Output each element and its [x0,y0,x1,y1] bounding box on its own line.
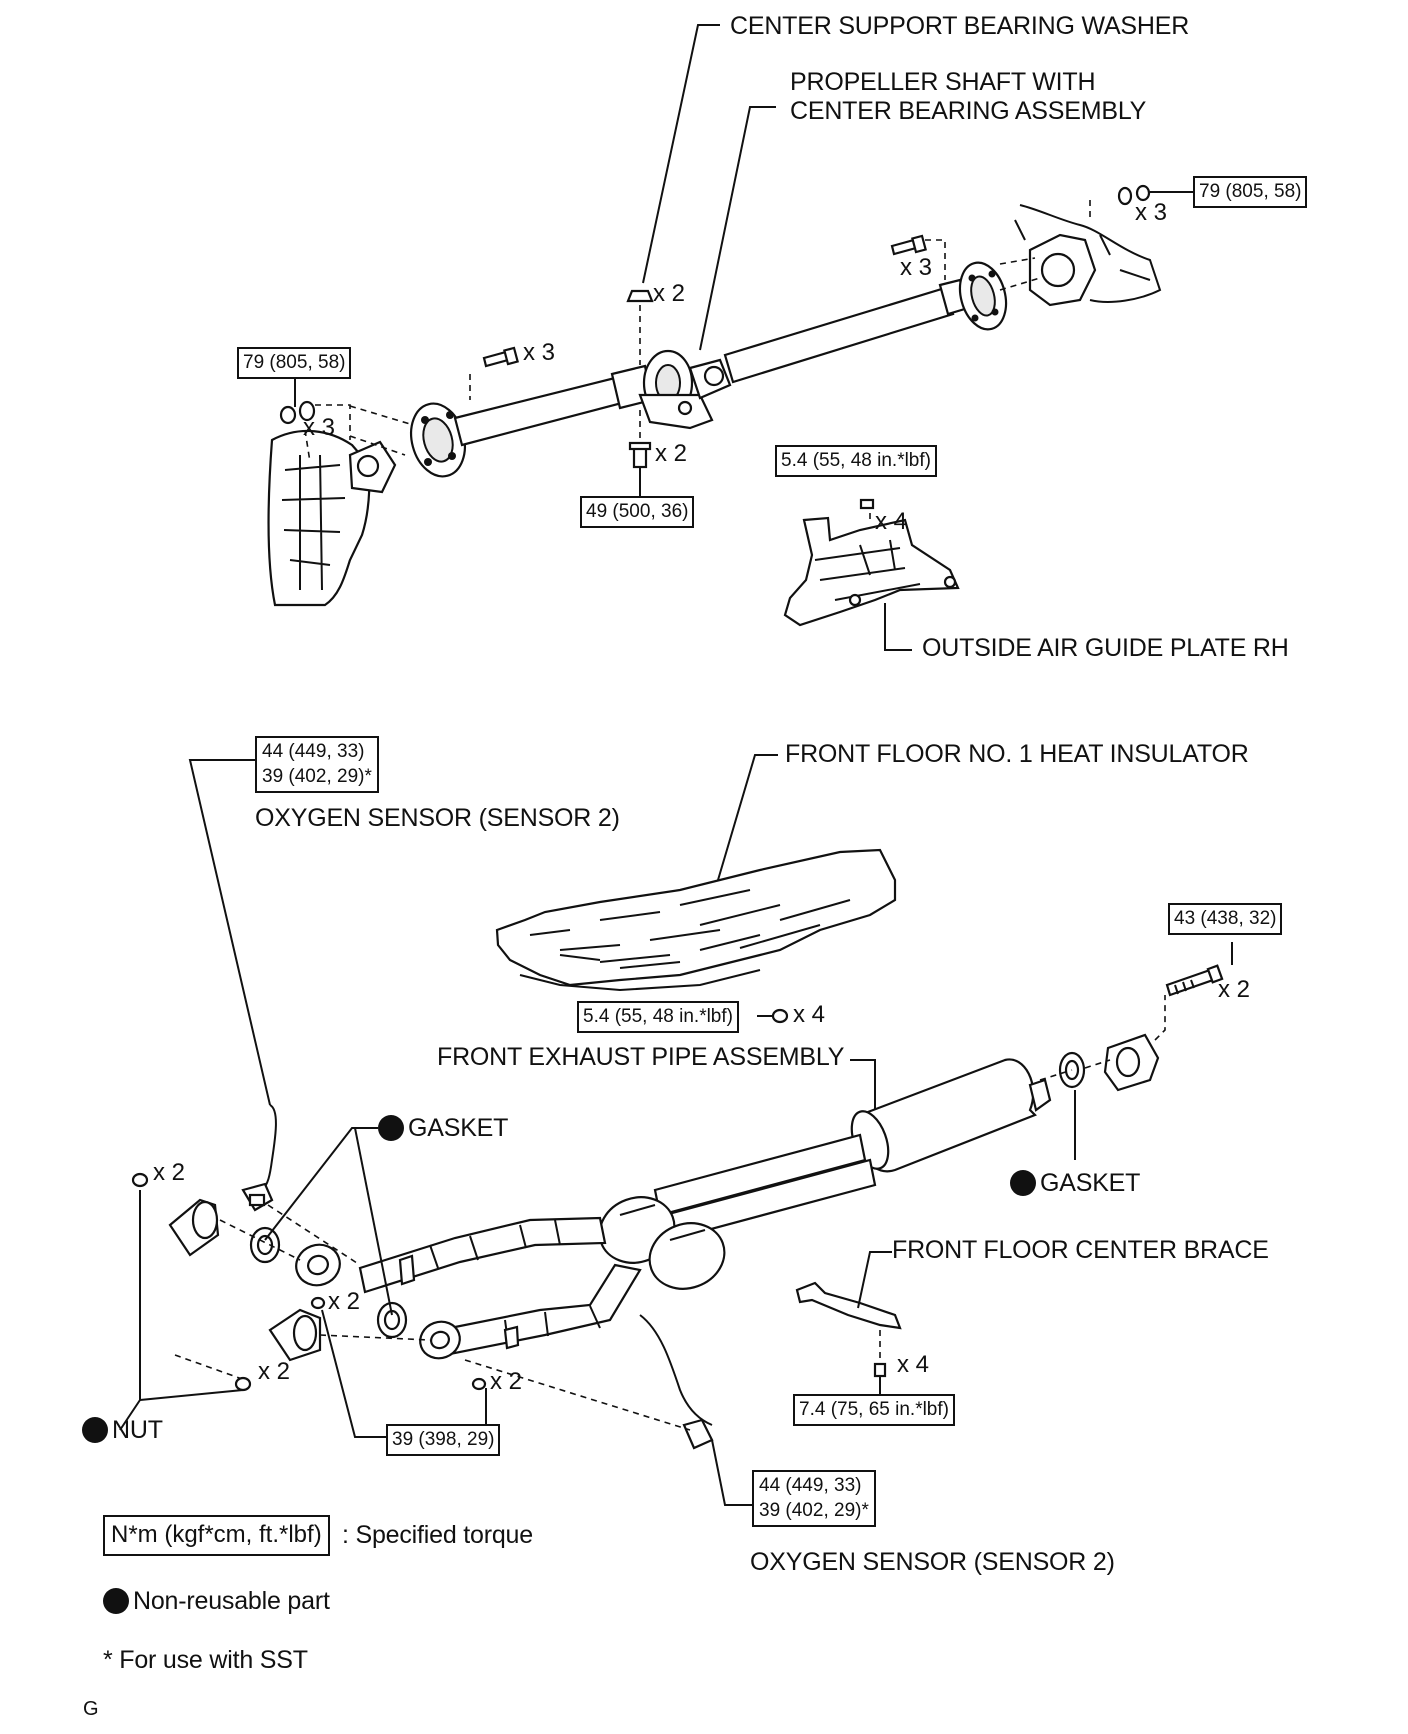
qty-front-bolt: x 3 [900,254,933,281]
pipe-bolt-part [471,1377,487,1391]
label-gasket-right: GASKET [1010,1169,1140,1198]
leader-gasket-left-a [264,1127,378,1241]
center-bearing-assembly [638,349,732,430]
front-floor-center-brace-part [795,1281,902,1330]
torque-o2-top-line2: 39 (402, 29)* [262,765,372,787]
brace-bolt-part [873,1362,887,1378]
center-bearing-bolt-part [628,441,652,469]
leader-center-support-washer [642,24,720,284]
qty-rear-bolt: x 3 [523,339,556,366]
label-oxygen-sensor-top: OXYGEN SENSOR (SENSOR 2) [255,804,620,832]
torque-o2-bottom-line1: 44 (449, 33) [759,1475,862,1496]
label-nut-text: NUT [112,1416,163,1444]
gasket-left-lower-part [376,1301,408,1339]
leader-propeller-shaft [699,106,776,351]
non-reusable-dot-icon [82,1417,108,1443]
torque-brace: 7.4 (75, 65 in.*lbf) [793,1394,955,1426]
propeller-shaft-rear-tube [453,364,654,447]
torque-guide-plate: 5.4 (55, 48 in.*lbf) [775,445,937,477]
label-gasket-right-text: GASKET [1040,1169,1141,1197]
legend-torque-desc: : Specified torque [342,1521,533,1549]
torque-o2-bottom-line2: 39 (402, 29)* [759,1499,869,1521]
label-outside-air-guide-plate: OUTSIDE AIR GUIDE PLATE RH [922,634,1289,662]
legend-non-reusable: Non-reusable part [103,1587,330,1616]
transmission-housing [267,429,397,607]
label-gasket-left-text: GASKET [408,1114,509,1142]
flange-nut-bottom-part [234,1376,252,1392]
outside-air-guide-plate-part [783,516,960,627]
qty-center-washer: x 2 [653,280,686,307]
qty-center-bolt: x 2 [655,440,688,467]
non-reusable-dot-icon [1010,1170,1036,1196]
front-nut-washer-part [1117,184,1151,206]
label-propeller-shaft-line2: CENTER BEARING ASSEMBLY [790,97,1147,125]
leader-exhaust-torque [321,1309,388,1438]
torque-muffler: 43 (438, 32) [1168,903,1283,935]
torque-front-flange: 79 (805, 58) [1193,176,1308,208]
page-code: G [83,1698,99,1720]
label-nut: NUT [82,1416,163,1445]
qty-muffler-bolt: x 2 [1218,976,1251,1003]
guide-plate-bolt-part [859,498,875,510]
label-gasket-left: GASKET [378,1114,508,1143]
leader-front-exhaust-pipe [850,1059,876,1110]
legend-non-reusable-text: Non-reusable part [133,1587,330,1615]
label-propeller-shaft-line1: PROPELLER SHAFT WITH [790,68,1096,96]
front-exhaust-pipe-assembly-part [295,1058,1052,1360]
legend-torque-unit-box: N*m (kgf*cm, ft.*lbf) [103,1515,330,1556]
torque-o2-top-line1: 44 (449, 33) [262,741,365,762]
torque-exhaust-front: 39 (398, 29) [386,1424,501,1456]
stud-bolt-part [310,1296,326,1310]
label-oxygen-sensor-bottom: OXYGEN SENSOR (SENSOR 2) [750,1548,1115,1576]
torque-center-bearing: 49 (500, 36) [580,496,695,528]
rear-flexible-coupling [410,402,466,478]
differential-housing [1014,204,1162,307]
torque-rear-flange: 79 (805, 58) [237,347,352,379]
torque-o2-bottom: 44 (449, 33) 39 (402, 29)* [752,1470,876,1528]
exhaust-manifold-stub-upper [168,1198,220,1257]
insulator-nut-part [771,1008,789,1024]
muffler-bolt-part [1165,964,1224,997]
rear-nut-washer-part [279,400,316,425]
torque-insulator: 5.4 (55, 48 in.*lbf) [577,1001,739,1033]
oxygen-sensor-bottom-part [639,1314,714,1450]
legend-sst-note: * For use with SST [103,1646,308,1674]
exhaust-manifold-stub-lower [268,1308,322,1362]
qty-rear-nut: x 3 [303,414,336,441]
rear-bolt-part [482,346,519,368]
non-reusable-dot-icon [378,1115,404,1141]
label-front-floor-center-brace: FRONT FLOOR CENTER BRACE [892,1236,1269,1264]
front-bolt-part [890,234,927,256]
leader-outside-air-guide-plate [884,603,912,651]
leader-heat-insulator [717,754,778,881]
label-front-exhaust-pipe: FRONT EXHAUST PIPE ASSEMBLY [437,1043,845,1071]
qty-flange-nut-top: x 2 [153,1159,186,1186]
oxygen-sensor-top-part [241,1104,277,1212]
gasket-left-upper-part [249,1226,281,1264]
qty-insulator: x 4 [793,1001,826,1028]
propeller-shaft-front-tube [723,278,970,384]
label-center-support-bearing-washer: CENTER SUPPORT BEARING WASHER [730,12,1190,40]
center-support-washer-part [626,289,654,303]
leader-gasket-left-b [354,1127,393,1316]
leader-o2-bottom [711,1439,755,1506]
qty-guide-plate: x 4 [875,508,908,535]
qty-pipe-bolt: x 2 [490,1368,523,1395]
qty-front-nut: x 3 [1135,199,1168,226]
non-reusable-dot-icon [103,1588,129,1614]
tailpipe-flange-part [1103,1033,1160,1092]
qty-brace: x 4 [897,1351,930,1378]
leader-o2-top [188,759,271,1106]
qty-stud: x 2 [328,1288,361,1315]
torque-o2-top: 44 (449, 33) 39 (402, 29)* [255,736,379,794]
qty-flange-nut-bottom: x 2 [258,1358,291,1385]
leader-center-brace [857,1251,892,1309]
flange-nut-top-part [131,1172,149,1188]
front-floor-heat-insulator-part [495,848,897,992]
label-front-floor-heat-insulator: FRONT FLOOR NO. 1 HEAT INSULATOR [785,740,1249,768]
front-flexible-coupling [958,261,1008,331]
